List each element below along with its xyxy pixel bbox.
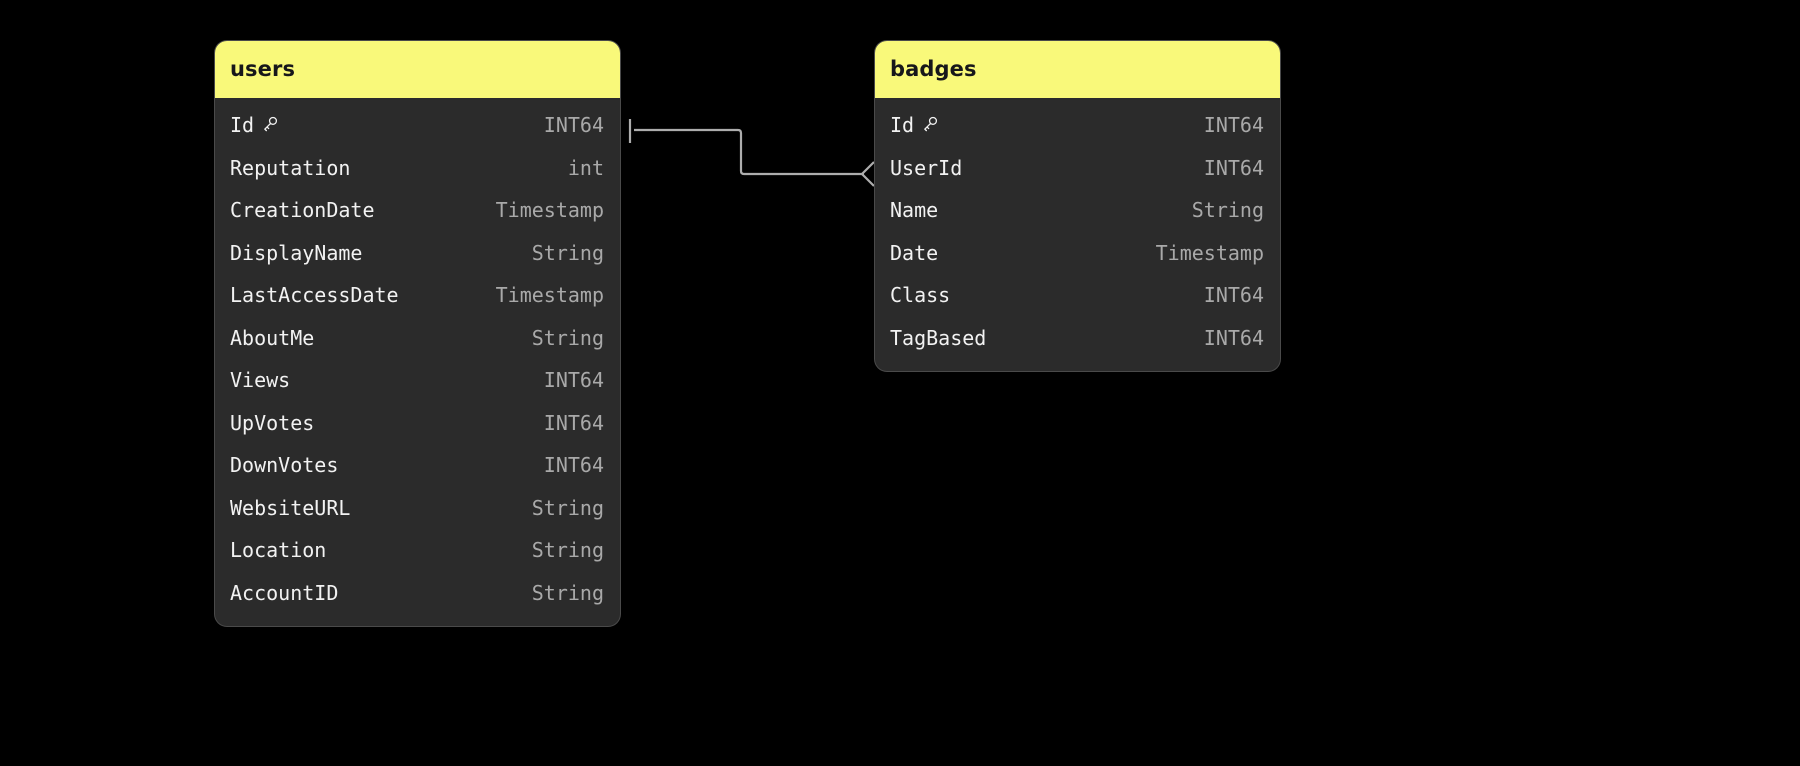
field-row[interactable]: Location String xyxy=(215,529,620,572)
field-name-wrap: CreationDate xyxy=(230,200,375,220)
field-name: UserId xyxy=(890,155,963,180)
field-name-wrap: Reputation xyxy=(230,158,350,178)
relationship-line xyxy=(634,128,864,176)
field-name-wrap: TagBased xyxy=(890,328,986,348)
field-type: String xyxy=(531,325,604,350)
field-name: Id xyxy=(230,113,255,138)
field-name: UpVotes xyxy=(230,410,315,435)
field-type: String xyxy=(531,580,604,605)
field-name: Id xyxy=(890,113,915,138)
field-name-wrap: Id xyxy=(230,115,282,135)
field-row[interactable]: CreationDate Timestamp xyxy=(215,189,620,232)
relationship-users-badges xyxy=(628,119,875,187)
field-row[interactable]: WebsiteURL String xyxy=(215,487,620,530)
field-row[interactable]: TagBased INT64 xyxy=(875,317,1280,360)
entity-title: users xyxy=(230,57,296,81)
field-name: Reputation xyxy=(230,155,351,180)
field-type: INT64 xyxy=(543,368,604,393)
field-type: Timestamp xyxy=(1155,240,1264,265)
field-name: Views xyxy=(230,368,291,393)
field-type: String xyxy=(1191,198,1264,223)
field-name-wrap: Location xyxy=(230,540,326,560)
field-type: int xyxy=(567,155,604,180)
entity-header-users[interactable]: users xyxy=(215,41,620,98)
field-name-wrap: Date xyxy=(890,243,938,263)
key-icon xyxy=(922,116,942,136)
field-row[interactable]: Class INT64 xyxy=(875,274,1280,317)
entity-title: badges xyxy=(890,57,977,81)
field-type: INT64 xyxy=(543,453,604,478)
field-row[interactable]: Views INT64 xyxy=(215,359,620,402)
field-name-wrap: UserId xyxy=(890,158,962,178)
field-name: WebsiteURL xyxy=(230,495,351,520)
field-name: DownVotes xyxy=(230,453,339,478)
field-type: INT64 xyxy=(543,410,604,435)
field-row[interactable]: DisplayName String xyxy=(215,232,620,275)
field-row[interactable]: Reputation int xyxy=(215,147,620,190)
field-type: String xyxy=(531,495,604,520)
field-type: INT64 xyxy=(1203,283,1264,308)
field-type: Timestamp xyxy=(495,283,604,308)
field-type: INT64 xyxy=(543,113,604,138)
field-name: Class xyxy=(890,283,951,308)
field-name-wrap: DisplayName xyxy=(230,243,362,263)
field-name: AboutMe xyxy=(230,325,315,350)
field-row[interactable]: Name String xyxy=(875,189,1280,232)
field-row[interactable]: Id INT64 xyxy=(875,104,1280,147)
field-name: DisplayName xyxy=(230,240,363,265)
key-icon xyxy=(262,116,282,136)
field-name: AccountID xyxy=(230,580,339,605)
field-name: LastAccessDate xyxy=(230,283,399,308)
field-row[interactable]: Date Timestamp xyxy=(875,232,1280,275)
field-row[interactable]: UpVotes INT64 xyxy=(215,402,620,445)
field-row[interactable]: DownVotes INT64 xyxy=(215,444,620,487)
field-row[interactable]: AccountID String xyxy=(215,572,620,615)
field-name: Name xyxy=(890,198,939,223)
field-row[interactable]: Id INT64 xyxy=(215,104,620,147)
entity-header-badges[interactable]: badges xyxy=(875,41,1280,98)
field-name-wrap: DownVotes xyxy=(230,455,338,475)
field-name: Location xyxy=(230,538,327,563)
field-row[interactable]: LastAccessDate Timestamp xyxy=(215,274,620,317)
field-name-wrap: Name xyxy=(890,200,938,220)
field-row[interactable]: UserId INT64 xyxy=(875,147,1280,190)
field-name: TagBased xyxy=(890,325,987,350)
field-type: Timestamp xyxy=(495,198,604,223)
field-name-wrap: Class xyxy=(890,285,950,305)
field-type: INT64 xyxy=(1203,113,1264,138)
cardinality-many-marker xyxy=(860,161,875,187)
field-name-wrap: AccountID xyxy=(230,583,338,603)
field-name: Date xyxy=(890,240,939,265)
field-type: INT64 xyxy=(1203,325,1264,350)
field-type: String xyxy=(531,538,604,563)
field-name-wrap: LastAccessDate xyxy=(230,285,399,305)
field-name-wrap: Id xyxy=(890,115,942,135)
field-name-wrap: UpVotes xyxy=(230,413,314,433)
field-type: INT64 xyxy=(1203,155,1264,180)
field-type: String xyxy=(531,240,604,265)
field-name-wrap: WebsiteURL xyxy=(230,498,350,518)
field-row[interactable]: AboutMe String xyxy=(215,317,620,360)
field-name: CreationDate xyxy=(230,198,375,223)
field-name-wrap: Views xyxy=(230,370,290,390)
field-name-wrap: AboutMe xyxy=(230,328,314,348)
